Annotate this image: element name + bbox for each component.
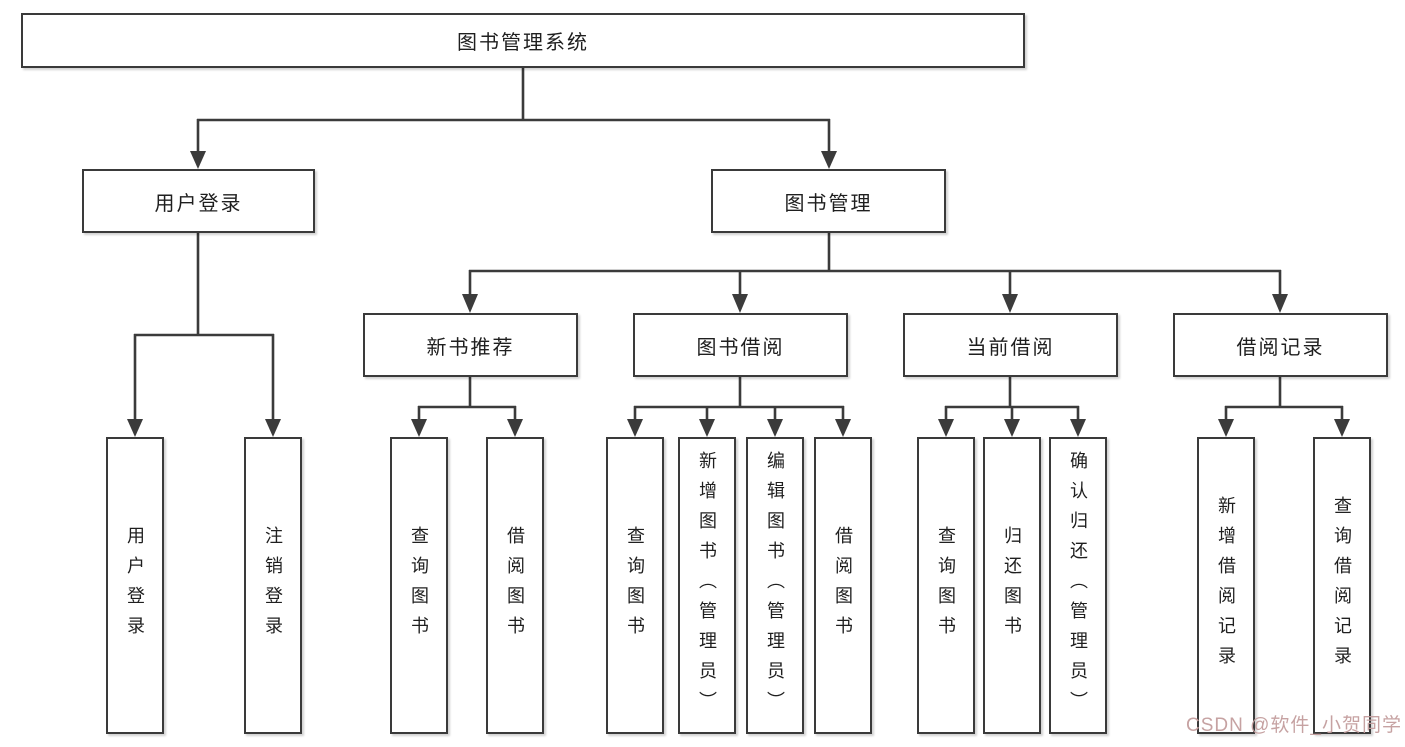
node-label: 确认归还（管理员） (1068, 450, 1088, 721)
node-label: 用户登录 (154, 192, 243, 215)
leaf-add-books-admin: 新增图书（管理员） (678, 437, 736, 734)
node-book-borrowing: 图书借阅 (633, 313, 848, 377)
arrowhead-down (462, 294, 478, 313)
node-current-borrowing: 当前借阅 (903, 313, 1118, 377)
leaf-query-borrow-record: 查询借阅记录 (1313, 437, 1371, 734)
leaf-return-books: 归还图书 (983, 437, 1041, 734)
csdn-watermark: CSDN @软件_小贺同学 (1186, 715, 1402, 736)
node-user-login: 用户登录 (82, 169, 315, 233)
leaf-query-books-recommend: 查询图书 (390, 437, 448, 734)
node-borrowing-records: 借阅记录 (1173, 313, 1388, 377)
arrowhead-down (1004, 419, 1020, 437)
node-label: 当前借阅 (966, 336, 1055, 359)
leaf-confirm-return-admin: 确认归还（管理员） (1049, 437, 1107, 734)
leaf-add-borrow-record: 新增借阅记录 (1197, 437, 1255, 734)
leaf-query-books-borrowing: 查询图书 (606, 437, 664, 734)
arrowhead-down (1070, 419, 1086, 437)
arrowhead-down (699, 419, 715, 437)
arrowhead-down (265, 419, 281, 437)
node-label: 查询图书 (409, 525, 429, 646)
arrowhead-down (1334, 419, 1350, 437)
node-label: 查询图书 (936, 525, 956, 646)
arrowhead-down (767, 419, 783, 437)
arrowhead-down (732, 294, 748, 313)
arrowhead-down (821, 151, 837, 169)
arrowhead-down (938, 419, 954, 437)
node-label: 查询图书 (625, 525, 645, 646)
node-label: 图书借阅 (696, 336, 785, 359)
arrowhead-down (507, 419, 523, 437)
node-label: 图书管理 (784, 192, 873, 215)
node-label: 图书管理系统 (457, 32, 589, 54)
node-label: 借阅图书 (833, 525, 853, 646)
leaf-borrow-books-borrowing: 借阅图书 (814, 437, 872, 734)
arrowhead-down (835, 419, 851, 437)
leaf-user-login: 用户登录 (106, 437, 164, 734)
node-library-system: 图书管理系统 (21, 13, 1025, 68)
node-book-management: 图书管理 (711, 169, 946, 233)
node-new-book-recommendation: 新书推荐 (363, 313, 578, 377)
leaf-borrow-books-recommend: 借阅图书 (486, 437, 544, 734)
node-label: 新增借阅记录 (1216, 495, 1236, 676)
arrowhead-down (1218, 419, 1234, 437)
node-label: 编辑图书（管理员） (765, 450, 785, 721)
node-label: 新书推荐 (426, 336, 515, 359)
node-label: 新增图书（管理员） (697, 450, 717, 721)
arrowhead-down (411, 419, 427, 437)
node-label: 用户登录 (125, 525, 145, 646)
node-label: 借阅记录 (1236, 336, 1325, 359)
node-label: 借阅图书 (505, 525, 525, 646)
arrowhead-down (627, 419, 643, 437)
arrowhead-down (127, 419, 143, 437)
leaf-edit-books-admin: 编辑图书（管理员） (746, 437, 804, 734)
arrowhead-down (1002, 294, 1018, 313)
arrowhead-down (1272, 294, 1288, 313)
leaf-logout: 注销登录 (244, 437, 302, 734)
node-label: 归还图书 (1002, 525, 1022, 646)
node-label: 查询借阅记录 (1332, 495, 1352, 676)
leaf-query-books-current: 查询图书 (917, 437, 975, 734)
arrowhead-down (190, 151, 206, 169)
node-label: 注销登录 (263, 525, 283, 646)
